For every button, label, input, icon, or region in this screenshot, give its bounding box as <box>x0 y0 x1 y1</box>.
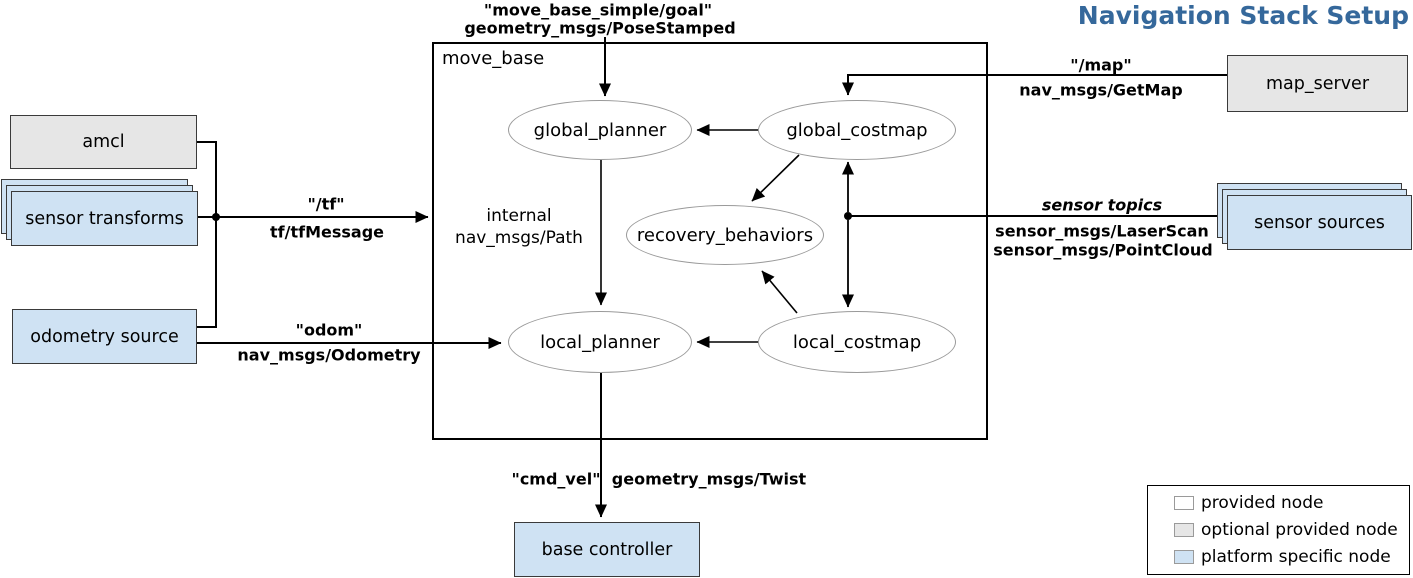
sensor-type2-label: sensor_msgs/PointCloud <box>993 240 1213 260</box>
internal-label-line2: nav_msgs/Path <box>455 228 583 248</box>
legend-label-optional: optional provided node <box>1201 520 1398 540</box>
legend-label-platform: platform specific node <box>1201 547 1391 567</box>
cmd-vel-topic-label: "cmd_vel" <box>511 469 601 489</box>
node-map-server: map_server <box>1227 55 1408 112</box>
node-local-costmap: local_costmap <box>758 311 956 373</box>
tf-topic-label: "/tf" <box>307 194 345 214</box>
sensor-topics-label: sensor topics <box>1041 195 1163 215</box>
provided-node-swatch <box>1174 496 1194 510</box>
node-base-controller: base controller <box>514 522 700 577</box>
internal-label-line1: internal <box>486 206 552 226</box>
odom-topic-label: "odom" <box>295 320 363 340</box>
page-title: Navigation Stack Setup <box>1077 1 1409 30</box>
legend-label-provided: provided node <box>1201 493 1324 513</box>
legend-row-platform: platform specific node <box>1174 547 1409 567</box>
node-odometry-source: odometry source <box>12 309 197 364</box>
node-global-planner: global_planner <box>508 100 692 160</box>
legend-row-optional: optional provided node <box>1174 520 1409 540</box>
legend-row-provided: provided node <box>1174 493 1409 513</box>
goal-topic-label: "move_base_simple/goal" <box>483 0 713 20</box>
odom-type-label: nav_msgs/Odometry <box>237 345 421 365</box>
node-local-planner: local_planner <box>508 311 692 373</box>
node-amcl: amcl <box>10 115 197 169</box>
cmd-vel-type-label: geometry_msgs/Twist <box>611 469 807 489</box>
map-topic-label: "/map" <box>1070 55 1132 75</box>
map-type-label: nav_msgs/GetMap <box>1019 80 1183 100</box>
optional-node-swatch <box>1174 523 1194 537</box>
edge-amcl-tf <box>197 141 217 214</box>
node-global-costmap: global_costmap <box>758 100 956 160</box>
sensor-type1-label: sensor_msgs/LaserScan <box>995 221 1209 241</box>
goal-type-label: geometry_msgs/PoseStamped <box>464 18 736 38</box>
node-sensor-transforms: sensor transforms <box>11 191 198 246</box>
edge-odom-tf <box>197 220 217 328</box>
node-sensor-sources: sensor sources <box>1227 195 1412 250</box>
tf-type-label: tf/tfMessage <box>270 222 384 242</box>
tf-junction-dot <box>212 213 220 221</box>
move-base-label: move_base <box>442 48 545 69</box>
legend: provided node optional provided node pla… <box>1147 485 1410 575</box>
platform-node-swatch <box>1174 550 1194 564</box>
node-recovery-behaviors: recovery_behaviors <box>626 205 824 265</box>
